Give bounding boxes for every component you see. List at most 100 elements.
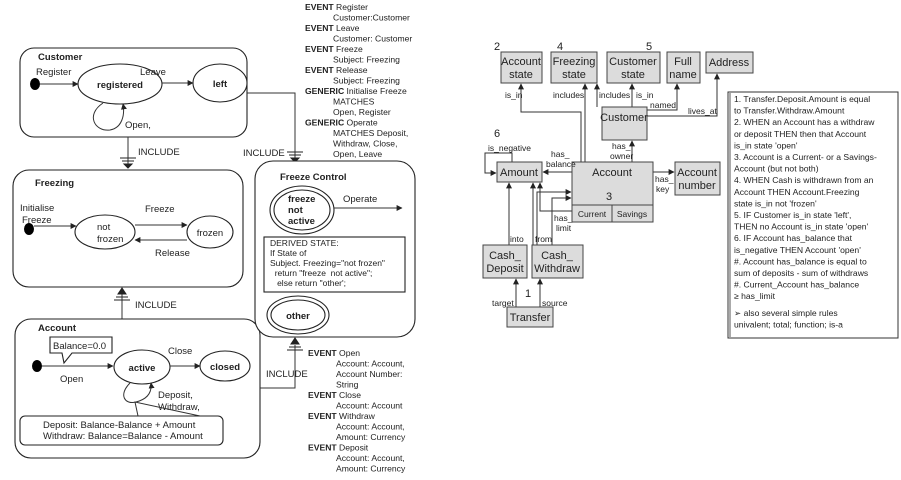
state-frozen xyxy=(186,215,234,249)
event-text: Freeze xyxy=(334,44,363,54)
event-text: Deposit xyxy=(337,443,369,453)
event-text: Initialise Freeze xyxy=(344,86,407,96)
entity-label: Customer xyxy=(600,112,648,124)
relation-label: from xyxy=(535,234,552,244)
account-title: Account xyxy=(38,323,77,334)
event-line: EVENT Deposit xyxy=(308,443,369,453)
event-line: Customer:Customer xyxy=(333,13,410,23)
event-line: Subject: Freezing xyxy=(333,55,400,65)
rule-line: ➢ also several simple rules xyxy=(734,308,838,318)
withdraw-rule: Withdraw: Balance=Balance - Amount xyxy=(43,431,203,442)
event-text: Customer:Customer xyxy=(333,13,410,23)
state-other xyxy=(270,299,326,331)
entity-label: Address xyxy=(709,57,750,69)
event-line: EVENT Freeze xyxy=(305,44,363,54)
state-active xyxy=(113,349,171,385)
rule-line: 4. WHEN Cash is withdrawn from an xyxy=(734,175,874,185)
entity-label: state xyxy=(621,69,645,81)
event-text: String xyxy=(336,380,359,390)
relation-label: lives_at xyxy=(688,106,717,116)
register-label: Register xyxy=(36,67,71,78)
event-text: Subject: Freezing xyxy=(333,55,400,65)
relation-label: is_in xyxy=(636,90,654,100)
account-state-machine: Account Balance=0.0 Open active Close cl… xyxy=(14,318,261,459)
entity-label: Cash_ xyxy=(541,250,574,262)
event-text: MATCHES xyxy=(333,97,375,107)
relation-label: has_ xyxy=(554,213,573,223)
rules-list: 1. Transfer.Deposit.Amount is equal to T… xyxy=(734,94,877,329)
freezing-title: Freezing xyxy=(35,178,74,189)
state-left xyxy=(192,63,248,103)
initialise-label: Initialise xyxy=(20,203,54,214)
entity-account-number: Account number xyxy=(674,161,721,196)
event-line: EVENT Release xyxy=(305,65,368,75)
entity-cash-deposit: Cash_ Deposit xyxy=(482,244,528,279)
event-text: Customer: Customer xyxy=(333,34,412,44)
event-text: MATCHES Deposit, xyxy=(333,128,408,138)
entity-label: Withdraw xyxy=(534,263,580,275)
relation-label: has_ xyxy=(612,141,631,151)
relation-labels: is_in includes includes is_in named live… xyxy=(488,90,717,308)
relation-label: is_negative xyxy=(488,143,531,153)
event-line: Account: Account xyxy=(336,401,403,411)
entity-label: name xyxy=(669,69,697,81)
derived-line: DERIVED STATE: xyxy=(270,238,339,248)
entity-label: Cash_ xyxy=(489,250,522,262)
relation-label: balance xyxy=(546,159,576,169)
other-label: other xyxy=(286,311,310,322)
operate-label: Operate xyxy=(343,194,377,205)
event-text: Subject: Freezing xyxy=(333,76,400,86)
rule-line: Account (but not both) xyxy=(734,164,819,174)
update-note xyxy=(19,415,224,446)
freezing-state-machine: Freezing Initialise Freeze not frozen Fr… xyxy=(12,169,244,288)
event-text: Open xyxy=(337,348,361,358)
rule-line: 1. Transfer.Deposit.Amount is equal xyxy=(734,94,870,104)
freeze-control-title: Freeze Control xyxy=(280,172,347,183)
relation-label: owner xyxy=(610,151,633,161)
state-closed xyxy=(199,350,251,382)
event-line: Account Number: xyxy=(336,369,402,379)
entity-amount: Amount xyxy=(496,161,543,183)
entity-label: state xyxy=(562,69,586,81)
close-label: Close xyxy=(168,346,192,357)
event-line: Open, Register xyxy=(333,107,391,117)
event-line: GENERIC Operate xyxy=(305,118,378,128)
event-line: Account: Account, xyxy=(336,422,405,432)
open-label: Open, xyxy=(125,120,151,131)
event-keyword: EVENT xyxy=(305,2,334,12)
rules-box xyxy=(727,91,899,339)
derived-line: If State of xyxy=(270,248,307,258)
event-text: Open, Register xyxy=(333,107,391,117)
derived-line: Subject. Freezing="not frozen" xyxy=(270,258,385,268)
entity-cash-withdraw: Cash_ Withdraw xyxy=(531,244,584,279)
event-text: Amount: Currency xyxy=(336,464,406,474)
relation-label: includes xyxy=(599,90,630,100)
rule-line: Account THEN Account.Freezing xyxy=(734,187,860,197)
leave-label: Leave xyxy=(140,67,166,78)
entity-address: Address xyxy=(705,51,754,74)
rule-line: ≥ has_limit xyxy=(734,291,776,301)
state-label: active xyxy=(288,216,315,227)
data-model-diagram: Account state Freezing state Customer st… xyxy=(482,41,754,328)
state-registered xyxy=(77,63,163,105)
event-keyword: EVENT xyxy=(308,390,337,400)
include-label: INCLUDE xyxy=(135,300,177,311)
rule-line: or deposit THEN then that Account xyxy=(734,129,867,139)
rule-line: is_in state 'open' xyxy=(734,140,798,150)
derived-state-box xyxy=(263,236,406,293)
left-label: left xyxy=(213,79,228,90)
event-line: EVENT Open xyxy=(308,348,360,358)
event-line: String xyxy=(336,380,359,390)
event-line: EVENT Withdraw xyxy=(308,411,376,421)
closed-label: closed xyxy=(210,362,240,373)
registered-label: registered xyxy=(97,80,143,91)
event-text: Close xyxy=(337,390,362,400)
entity-customer-state: Customer state xyxy=(606,51,661,84)
include-label: INCLUDE xyxy=(243,148,285,159)
not-frozen-label: frozen xyxy=(97,234,123,245)
entity-label: Account xyxy=(592,167,632,179)
event-line: Account: Account, xyxy=(336,453,405,463)
deposit-label: Deposit, xyxy=(158,390,193,401)
